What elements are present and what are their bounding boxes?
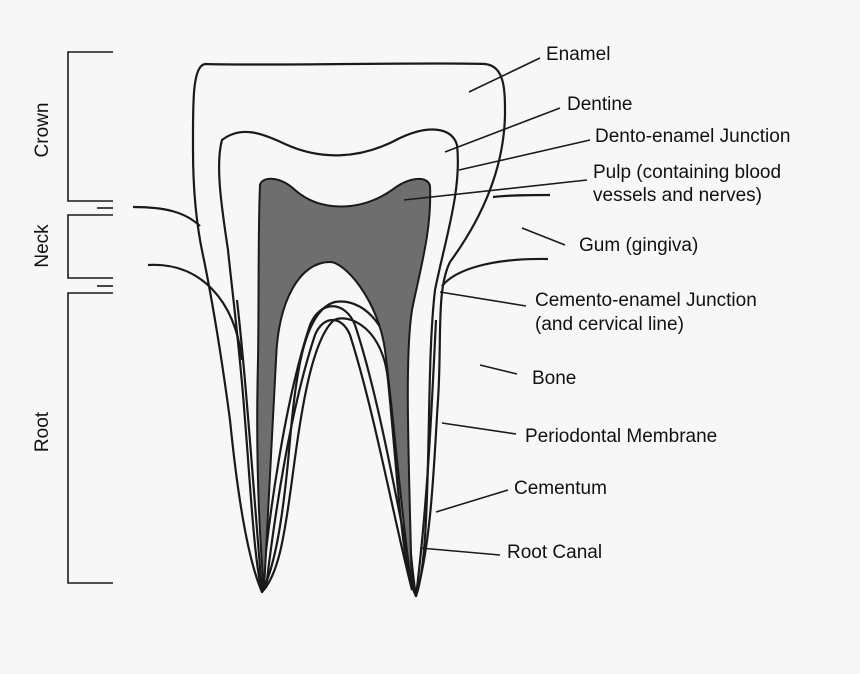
neck-label: Neck [32, 224, 53, 268]
label-cementum: Cementum [514, 478, 607, 499]
label-cemento-line1: Cemento-enamel Junction [535, 290, 757, 311]
root-label: Root [32, 411, 53, 452]
label-enamel: Enamel [546, 44, 610, 65]
root-bracket [67, 292, 113, 584]
label-dentine: Dentine [567, 94, 633, 115]
label-pulp-line1: Pulp (containing blood [593, 162, 781, 183]
label-periodontal-membrane: Periodontal Membrane [525, 426, 717, 447]
root-layer-lines [235, 299, 438, 597]
leader-lines [403, 57, 591, 556]
label-gum: Gum (gingiva) [579, 235, 698, 256]
label-dento-enamel-junction: Dento-enamel Junction [595, 126, 790, 147]
label-bone: Bone [532, 368, 576, 389]
label-cemento-line2: (and cervical line) [535, 314, 684, 335]
crown-bracket [67, 51, 113, 202]
label-root-canal: Root Canal [507, 542, 602, 563]
crown-label: Crown [32, 103, 53, 158]
label-pulp-line2: vessels and nerves) [593, 185, 762, 206]
neck-bracket [67, 214, 113, 279]
pulp-chamber [256, 177, 432, 591]
tooth-outline [191, 62, 507, 598]
